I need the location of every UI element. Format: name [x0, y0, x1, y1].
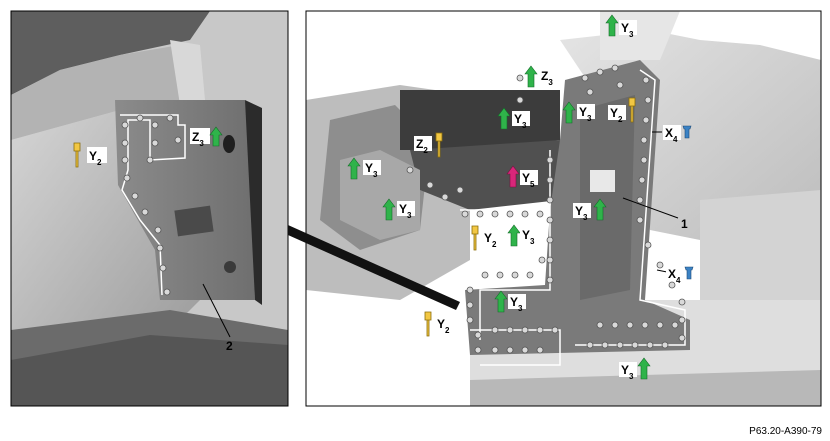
svg-text:Y3: Y3	[399, 202, 412, 220]
y3-arrow-symbols-right	[347, 14, 651, 380]
callout-y3-bottom: Y3	[619, 362, 637, 381]
ref-2-leader: 2	[202, 283, 233, 353]
y2-clip-symbols-right	[424, 97, 636, 337]
svg-text:Y3: Y3	[510, 295, 523, 313]
svg-text:Y5: Y5	[522, 171, 535, 189]
callout-y2-lower-left: Y2	[435, 316, 453, 335]
callout-y3-center2: Y3	[520, 227, 538, 246]
svg-text:Y3: Y3	[514, 112, 527, 130]
callout-y3-left-lower: Y3	[397, 201, 415, 220]
svg-text:Y3: Y3	[575, 204, 588, 222]
right-overview-panel	[306, 11, 821, 406]
y5-arrow-symbol	[506, 165, 520, 188]
left-spot-welds	[121, 114, 182, 296]
callout-z3-right: Z3	[539, 68, 557, 87]
svg-text:Y3: Y3	[522, 228, 535, 246]
svg-text:Y2: Y2	[89, 149, 102, 167]
svg-text:Y2: Y2	[484, 231, 497, 249]
callout-x4-lower: X4	[656, 266, 684, 285]
callout-y2-center: Y2	[482, 230, 500, 249]
callout-y3-upper-right: Y3	[512, 111, 530, 130]
callout-y3-top: Y3	[619, 20, 637, 39]
y2-clip-symbol-left	[73, 142, 81, 168]
figure-code: P63.20-A390-79	[749, 426, 822, 437]
svg-text:1: 1	[681, 217, 688, 231]
svg-text:X4: X4	[668, 267, 681, 285]
svg-text:Y3: Y3	[621, 21, 634, 39]
callout-x4-upper: X4	[652, 125, 681, 144]
svg-text:Y3: Y3	[621, 363, 634, 381]
callout-y3-left: Y3	[363, 160, 381, 179]
ref-1-leader: 1	[622, 197, 688, 231]
callout-z3-left: Z3	[190, 128, 210, 148]
callout-y5: Y5	[520, 170, 538, 189]
svg-text:Y3: Y3	[365, 161, 378, 179]
callout-y2-left: Y2	[87, 147, 107, 167]
callout-y3-upper-mid: Y3	[577, 104, 595, 123]
right-panel-frame	[305, 10, 822, 407]
svg-text:Z3: Z3	[192, 130, 204, 148]
svg-text:2: 2	[226, 339, 233, 353]
detail-leader	[288, 225, 460, 310]
callout-y3-center: Y3	[573, 203, 591, 222]
svg-text:Z3: Z3	[541, 69, 553, 87]
svg-text:Y2: Y2	[610, 106, 623, 124]
left-panel-frame	[10, 10, 289, 407]
svg-text:Z2: Z2	[416, 137, 428, 155]
svg-text:Y3: Y3	[579, 105, 592, 123]
callout-y2-upper-right: Y2	[608, 105, 626, 124]
left-detail-panel	[11, 11, 288, 406]
y3-arrow-symbol-left	[209, 126, 223, 147]
right-spot-welds	[406, 64, 686, 354]
callout-y3-lower: Y3	[508, 294, 526, 313]
svg-text:Y2: Y2	[437, 317, 450, 335]
x4-rivet-symbols	[682, 125, 694, 280]
callout-z2: Z2	[414, 136, 432, 155]
svg-text:X4: X4	[665, 126, 678, 144]
pillar-opening	[590, 170, 615, 192]
